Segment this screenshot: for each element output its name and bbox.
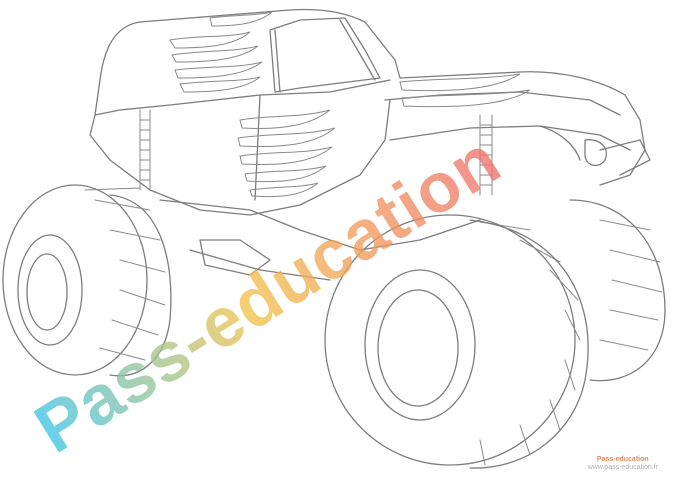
truck-cab: [99, 8, 646, 186]
footer-logo: Pass-education www.pass-education.fr: [588, 456, 658, 472]
flame-decal-door: [237, 109, 336, 198]
rear-left-tire: [2, 184, 172, 377]
monster-truck-drawing: [2, 8, 666, 469]
flame-decal-hood: [399, 73, 531, 108]
front-tire: [324, 214, 589, 469]
footer-logo-brand: Pass-education: [596, 456, 649, 463]
footer-logo-url: www.pass-education.fr: [587, 464, 658, 471]
rear-right-tire: [569, 199, 666, 382]
truck-body: [89, 99, 391, 216]
flame-decal-roof: [169, 11, 273, 93]
